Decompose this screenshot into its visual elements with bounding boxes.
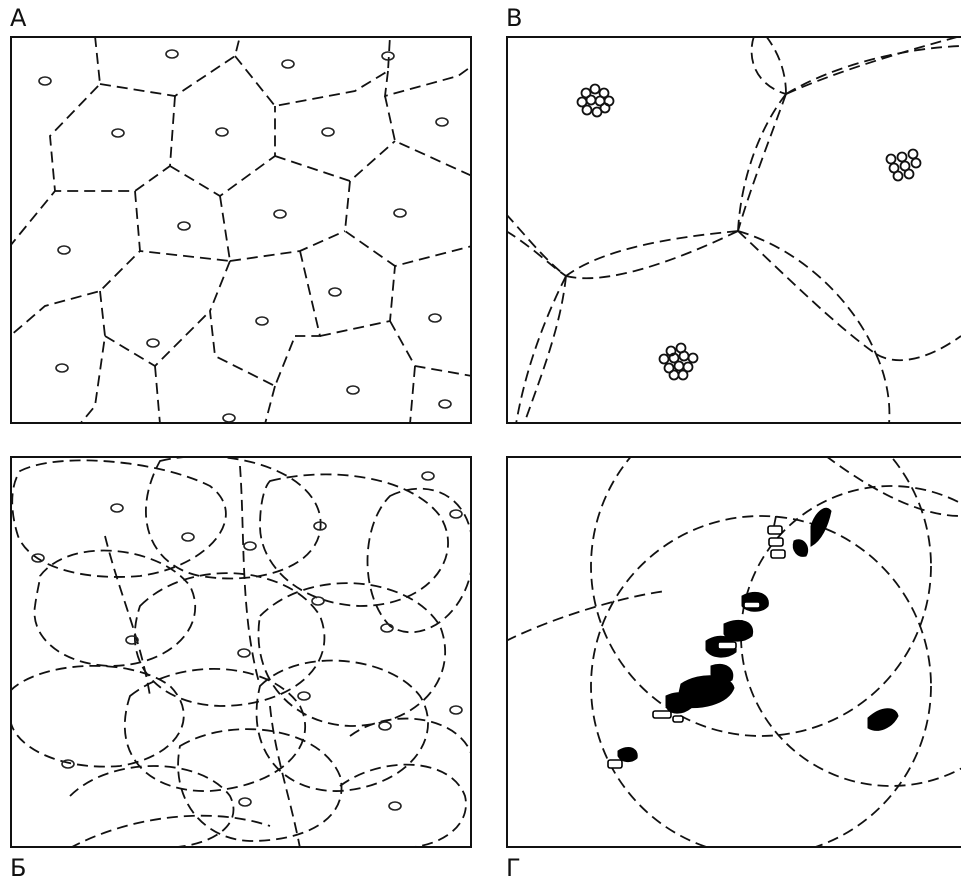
panel-v-frame xyxy=(507,37,961,423)
animal-group-lower xyxy=(653,664,734,722)
panel-a-frame xyxy=(11,37,471,423)
panel-b-overlapping-ranges xyxy=(10,456,472,848)
territory-boundaries xyxy=(10,36,472,424)
animal-group-right xyxy=(868,709,898,731)
animal-group-center xyxy=(706,592,768,657)
panel-g-aggregations xyxy=(506,456,961,848)
panel-label-v: В xyxy=(506,6,522,30)
cluster-1 xyxy=(578,85,614,117)
home-range-boundaries xyxy=(10,456,472,848)
animal-group-bottom-left xyxy=(608,747,637,768)
animal-group-top xyxy=(768,508,831,558)
panel-a-territories xyxy=(10,36,472,424)
panel-label-a: А xyxy=(10,6,26,30)
cluster-3 xyxy=(660,344,698,380)
panel-b-frame xyxy=(11,457,471,847)
panel-label-b: Б xyxy=(10,856,26,880)
cluster-2 xyxy=(887,150,921,181)
panel-label-g: Г xyxy=(506,856,521,880)
range-boundaries xyxy=(506,36,961,424)
individual-markers xyxy=(32,472,462,810)
panel-v-clusters xyxy=(506,36,961,424)
